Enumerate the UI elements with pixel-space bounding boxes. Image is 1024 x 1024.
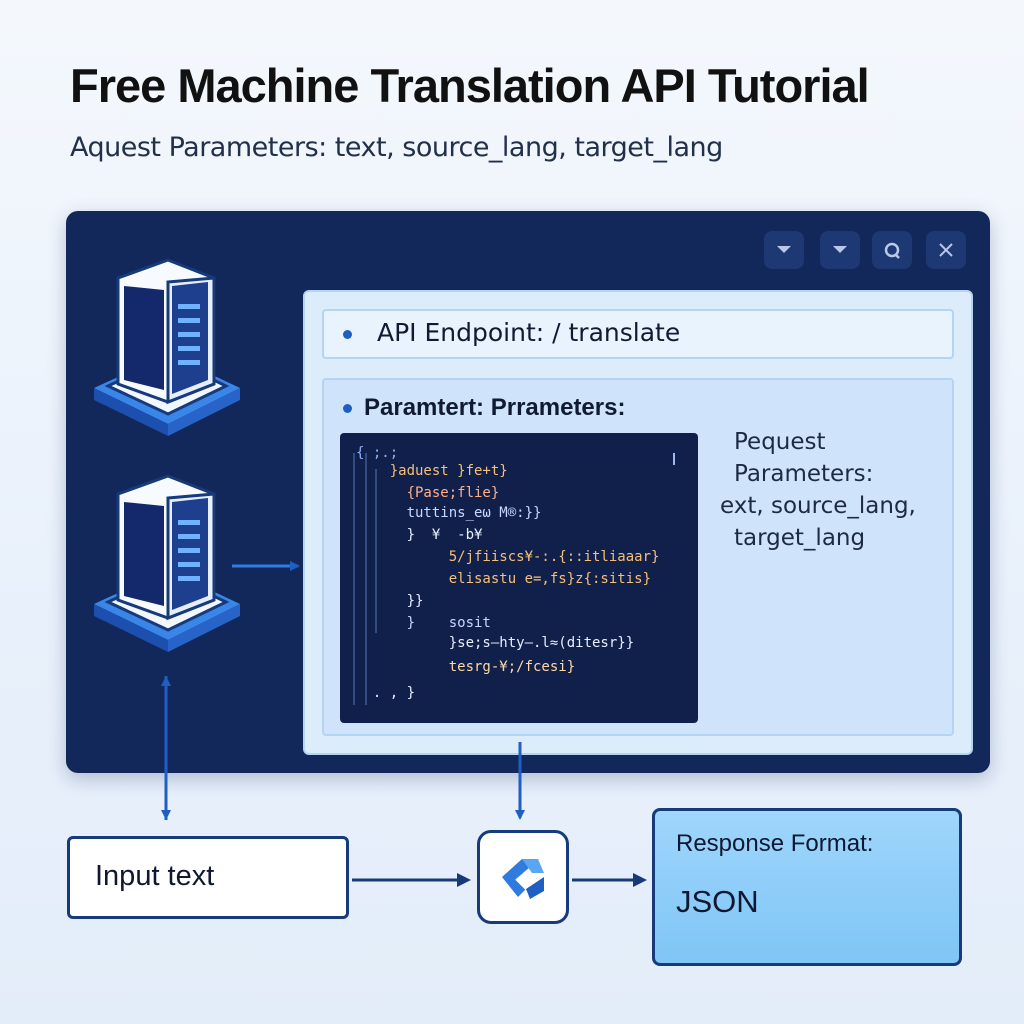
page-title: Free Machine Translation API Tutorial: [70, 59, 870, 112]
code-line: . , }: [356, 685, 416, 701]
parameters-title: Paramtert: Prrameters:: [364, 394, 626, 421]
code-line: {Pase;flie}: [356, 485, 500, 501]
code-line: tuttins_eω M®:}}: [356, 505, 542, 521]
response-format-label: Response Format:: [676, 830, 874, 857]
translate-icon: [502, 859, 544, 899]
code-line: tesrg-¥;/fcesi}: [356, 659, 576, 675]
window-controls: [764, 231, 970, 269]
translate-node: [477, 830, 569, 924]
bullet-icon: [343, 330, 352, 339]
refresh-icon[interactable]: [872, 231, 912, 269]
request-line: target_lang: [734, 525, 866, 551]
code-line: elisastu e=,fs}z{:sitis}: [356, 571, 652, 587]
bullet-icon: [343, 404, 352, 413]
input-text-label: Input text: [95, 860, 215, 892]
page-subtitle: Aquest Parameters: text, source_lang, ta…: [70, 132, 723, 163]
chevron-down-icon[interactable]: [820, 231, 860, 269]
server-icon: [88, 256, 248, 446]
server-icon: [88, 472, 248, 662]
close-icon[interactable]: [926, 231, 966, 269]
request-line: Pequest: [734, 429, 826, 455]
response-format-box: [652, 808, 962, 966]
code-line: 5/jfiiscs¥-:.{::itliaaar}: [356, 549, 660, 565]
code-line: } sosit: [356, 615, 491, 631]
input-text-box: [67, 836, 349, 919]
code-line: }aduest }fe+t}: [356, 463, 508, 479]
endpoint-label: API Endpoint: / translate: [377, 318, 681, 347]
code-line: } ¥ -b¥: [356, 527, 483, 543]
chevron-down-icon[interactable]: [764, 231, 804, 269]
code-block: { ;.; }aduest }fe+t} {Pase;flie} tuttins…: [340, 433, 698, 723]
endpoint-row: [322, 309, 954, 359]
code-line: }se;s—hty—.l≈(ditesr}}: [356, 635, 635, 651]
request-parameters-text: Pequest Parameters: ext, source_lang, ta…: [720, 426, 960, 554]
request-line: Parameters:: [734, 461, 874, 487]
code-line: }}: [356, 593, 424, 609]
request-line: ext, source_lang,: [720, 493, 916, 519]
response-format-value: JSON: [676, 884, 759, 919]
code-line: { ;.;: [356, 445, 399, 461]
